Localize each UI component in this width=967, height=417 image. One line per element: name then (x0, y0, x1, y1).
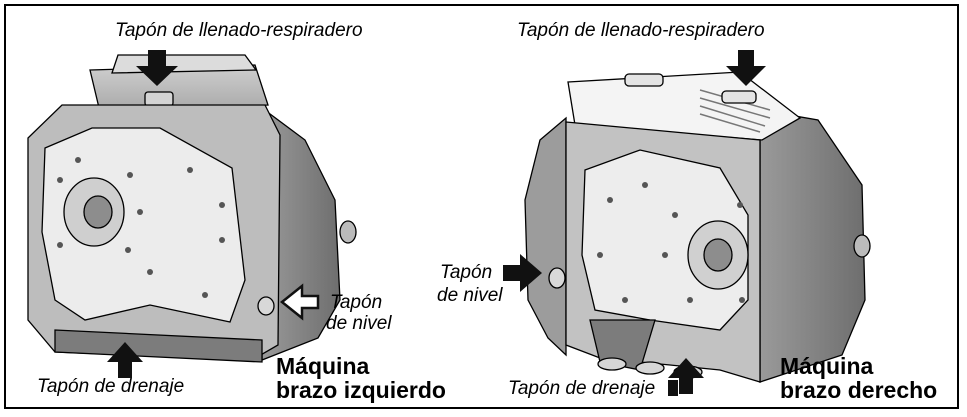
right-side-face (759, 109, 866, 383)
left-base (54, 329, 263, 363)
right-fill-plug-label: Tapón de llenado-respiradero (517, 20, 765, 41)
left-level-plug (257, 296, 275, 316)
right-drain-arrow-icon (668, 358, 704, 394)
right-bolt-holes (597, 182, 745, 303)
left-bolt-holes (57, 157, 225, 298)
right-fill-arrow-icon (726, 50, 766, 86)
right-top-cover (567, 71, 802, 141)
figure-border (4, 4, 959, 409)
right-level-arrow-icon (503, 254, 542, 292)
left-drain-plug-label: Tapón de drenaje (37, 376, 185, 397)
left-fill-arrow-icon (136, 50, 178, 86)
right-gearbox (524, 71, 871, 383)
right-machine-title-line2: brazo derecho (780, 377, 938, 403)
left-drain-arrow-icon (107, 342, 143, 378)
right-level-plug-label-line2: de nivel (437, 285, 503, 306)
right-left-face (524, 116, 567, 357)
right-top-cap-right (721, 90, 757, 104)
left-machine-title-line2: brazo izquierdo (276, 377, 446, 403)
right-drain-plug-label: Tapón de drenaje (508, 378, 656, 399)
left-fill-plug-label: Tapón de llenado-respiradero (115, 20, 363, 41)
left-top-plate (111, 54, 258, 74)
left-level-plug-label-line1: Tapón (330, 292, 383, 313)
left-top-cap (144, 91, 174, 107)
left-side-plug (339, 220, 357, 244)
right-level-plug-label-line1: Tapón (440, 262, 493, 283)
right-level-plug (548, 267, 566, 289)
left-inner-plate (41, 127, 246, 323)
right-machine-title-line1: Máquina (780, 353, 874, 379)
right-drain-marker-icon (668, 380, 678, 396)
right-side-plug (853, 234, 871, 258)
left-level-arrow-icon (279, 283, 320, 321)
left-gearbox (27, 54, 357, 363)
left-shaft-hole (83, 195, 113, 229)
right-top-cap-left (624, 73, 664, 87)
left-level-plug-label-line2: de nivel (326, 313, 392, 334)
right-shaft-hole (703, 238, 733, 272)
left-machine-title-line1: Máquina (276, 353, 370, 379)
